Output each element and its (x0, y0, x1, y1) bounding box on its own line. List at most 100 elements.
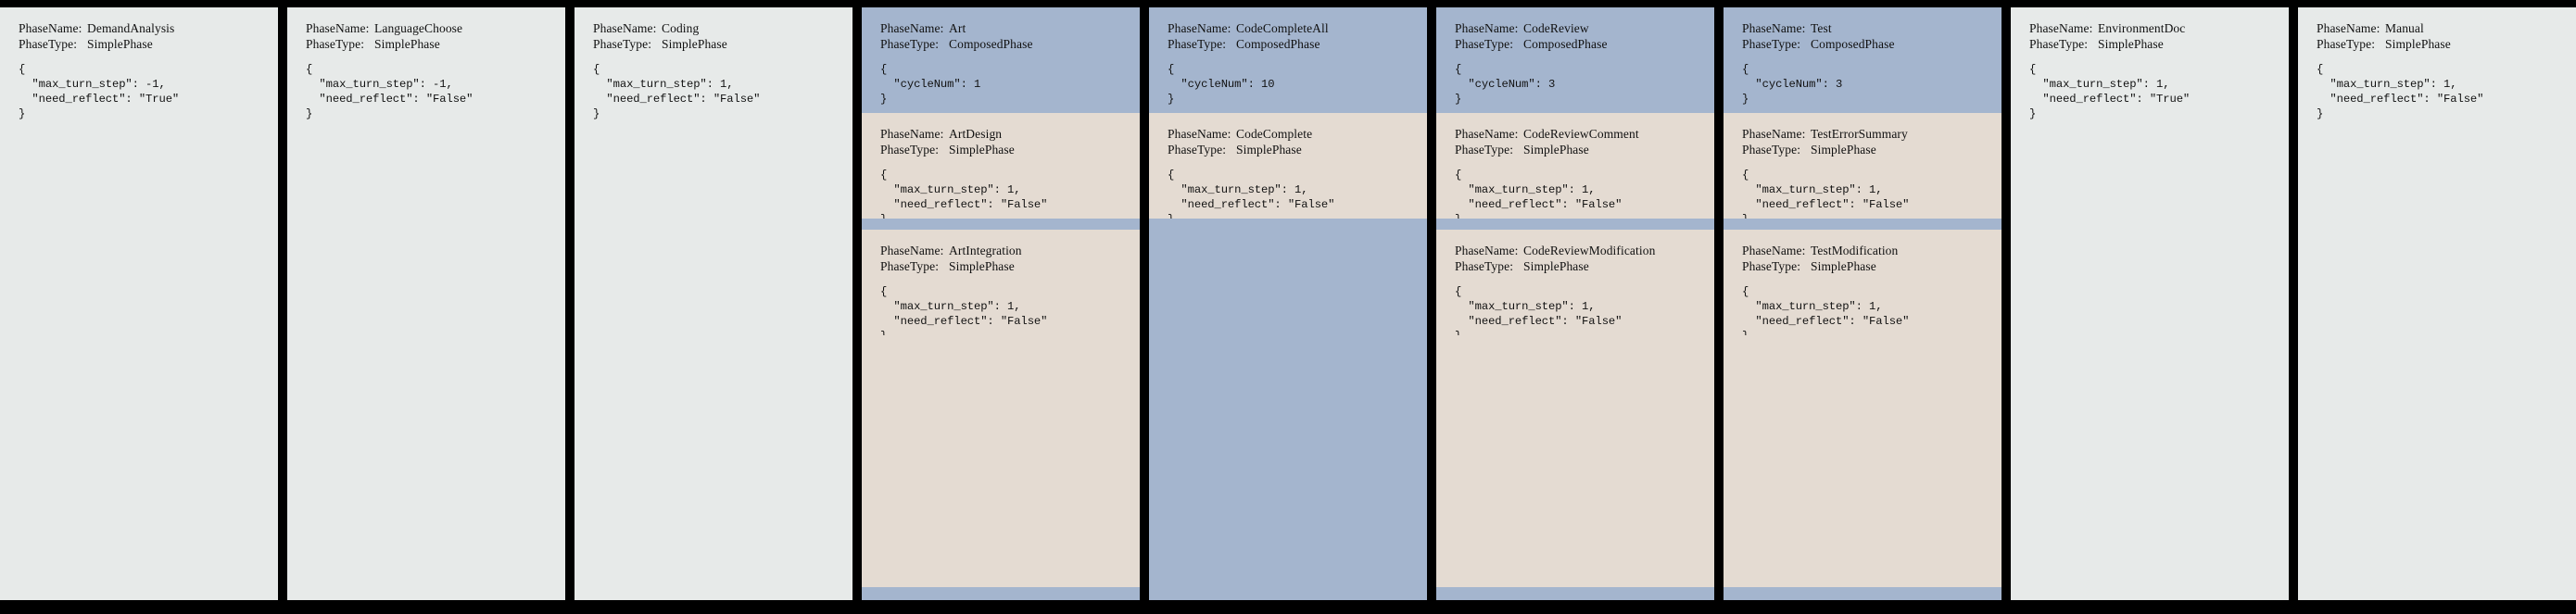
art-phase-name-label: PhaseName: (880, 21, 944, 35)
test-modification-phase-name-row: PhaseName: TestModification (1742, 243, 1983, 258)
language-choose-phase-type-label: PhaseType: (306, 37, 365, 51)
demand-analysis-config-json: { "max_turn_step": -1, "need_reflect": "… (19, 63, 180, 120)
test-error-summary-phase-name-value: TestErrorSummary (1811, 127, 1908, 141)
manual-phase-name-value: Manual (2385, 21, 2424, 35)
code-complete-all-footer-strip (1149, 587, 1427, 600)
code-review-phase-type-row: PhaseType:ComposedPhase (1455, 36, 1696, 52)
test-error-summary-phase-type-row: PhaseType:SimplePhase (1742, 142, 1983, 157)
test-modification-phase-type-row: PhaseType: SimplePhase (1742, 258, 1983, 274)
test-phase-type-label: PhaseType: (1742, 37, 1801, 51)
art-phase-type-value: ComposedPhase (949, 37, 1033, 51)
code-review-comment-phase-type-label: PhaseType: (1455, 143, 1514, 157)
test-phase-name-value: Test (1811, 21, 1832, 35)
code-complete-all-phase-type-label: PhaseType: (1168, 37, 1227, 51)
test-phase-name-row: PhaseName: Test (1742, 20, 1983, 36)
language-choose-phase-type-value: SimplePhase (374, 37, 440, 51)
code-review-comment-config-json: { "max_turn_step": 1, "need_reflect": "F… (1455, 169, 1623, 219)
environment-doc-phase-type-row: PhaseType: SimplePhase (2029, 36, 2270, 52)
code-review-modification-phase-name-value: CodeReviewModification (1523, 244, 1656, 257)
code-review-modification-phase-type-row: PhaseType:SimplePhase (1455, 258, 1696, 274)
language-choose-phase-name-value: LanguageChoose (374, 21, 463, 35)
environment-doc-phase-name-row: PhaseName:EnvironmentDoc (2029, 20, 2270, 36)
environment-doc-phase-type-label: PhaseType: (2029, 37, 2089, 51)
coding-config-json: { "max_turn_step": 1, "need_reflect": "F… (593, 63, 761, 120)
art-design-phase-name-row: PhaseName: ArtDesign (880, 126, 1121, 142)
code-review-phase-type-label: PhaseType: (1455, 37, 1514, 51)
coding-phase-type-label: PhaseType: (593, 37, 652, 51)
art-integration-phase-name-value: ArtIntegration (949, 244, 1022, 257)
language-choose-config-json: { "max_turn_step": -1, "need_reflect": "… (306, 63, 474, 120)
code-complete-all-empty-slot (1149, 219, 1427, 587)
art-integration-phase-type-label: PhaseType: (880, 259, 940, 273)
test-phase-name-label: PhaseName: (1742, 21, 1806, 35)
art-design-phase-type-value: SimplePhase (949, 143, 1015, 157)
code-complete-all-phase-name-row: PhaseName: CodeCompleteAll (1168, 20, 1408, 36)
test-config-json: { "cycleNum": 3 } (1742, 63, 1843, 106)
code-review-subphase-filler (1436, 335, 1714, 587)
test-modification-phase-name-label: PhaseName: (1742, 244, 1806, 257)
test-modification-phase-type-value: SimplePhase (1811, 259, 1876, 273)
code-complete-all-phase-type-row: PhaseType:ComposedPhase (1168, 36, 1408, 52)
art-design-phase-type-label: PhaseType: (880, 143, 940, 157)
code-complete-all-phase-name-label: PhaseName: (1168, 21, 1231, 35)
code-review-comment-phase-type-row: PhaseType:SimplePhase (1455, 142, 1696, 157)
manual-phase-name-label: PhaseName: (2317, 21, 2380, 35)
code-review-comment-phase-name-label: PhaseName: (1455, 127, 1519, 141)
code-review-comment-phase-name-row: PhaseName:CodeReviewComment (1455, 126, 1696, 142)
code-review-phase-name-value: CodeReview (1523, 21, 1589, 35)
art-design-phase-name-value: ArtDesign (949, 127, 1003, 141)
art-design-phase-type-row: PhaseType: SimplePhase (880, 142, 1121, 157)
art-phase-type-label: PhaseType: (880, 37, 940, 51)
art-design-config-json: { "max_turn_step": 1, "need_reflect": "F… (880, 169, 1048, 219)
art-design-phase-name-label: PhaseName: (880, 127, 944, 141)
environment-doc-phase-type-value: SimplePhase (2098, 37, 2164, 51)
test-modification-phase-name-value: TestModification (1811, 244, 1899, 257)
art-config-json: { "cycleNum": 1 } (880, 63, 981, 106)
test-error-summary-config-json: { "max_turn_step": 1, "need_reflect": "F… (1742, 169, 1910, 219)
test-error-summary-phase-name-row: PhaseName:TestErrorSummary (1742, 126, 1983, 142)
test-modification-phase-type-label: PhaseType: (1742, 259, 1801, 273)
manual-config-json: { "max_turn_step": 1, "need_reflect": "F… (2317, 63, 2484, 120)
coding-phase-name-label: PhaseName: (593, 21, 657, 35)
code-review-phase-name-row: PhaseName:CodeReview (1455, 20, 1696, 36)
test-modification-config-json: { "max_turn_step": 1, "need_reflect": "F… (1742, 285, 1910, 335)
code-complete-phase-type-row: PhaseType:SimplePhase (1168, 142, 1408, 157)
code-complete-config-json: { "max_turn_step": 1, "need_reflect": "F… (1168, 169, 1335, 219)
art-subphase-separator-1 (862, 219, 1140, 230)
art-integration-phase-type-row: PhaseType:SimplePhase (880, 258, 1121, 274)
code-complete-phase-name-value: CodeComplete (1236, 127, 1313, 141)
demand-analysis-phase-type-value: SimplePhase (87, 37, 153, 51)
demand-analysis-phase-type-label: PhaseType: (19, 37, 78, 51)
code-review-modification-config-json: { "max_turn_step": 1, "need_reflect": "F… (1455, 285, 1623, 335)
language-choose-phase-type-row: PhaseType: SimplePhase (306, 36, 547, 52)
code-complete-all-phase-name-value: CodeCompleteAll (1236, 21, 1329, 35)
test-phase-type-row: PhaseType:ComposedPhase (1742, 36, 1983, 52)
art-footer-strip (862, 587, 1140, 600)
